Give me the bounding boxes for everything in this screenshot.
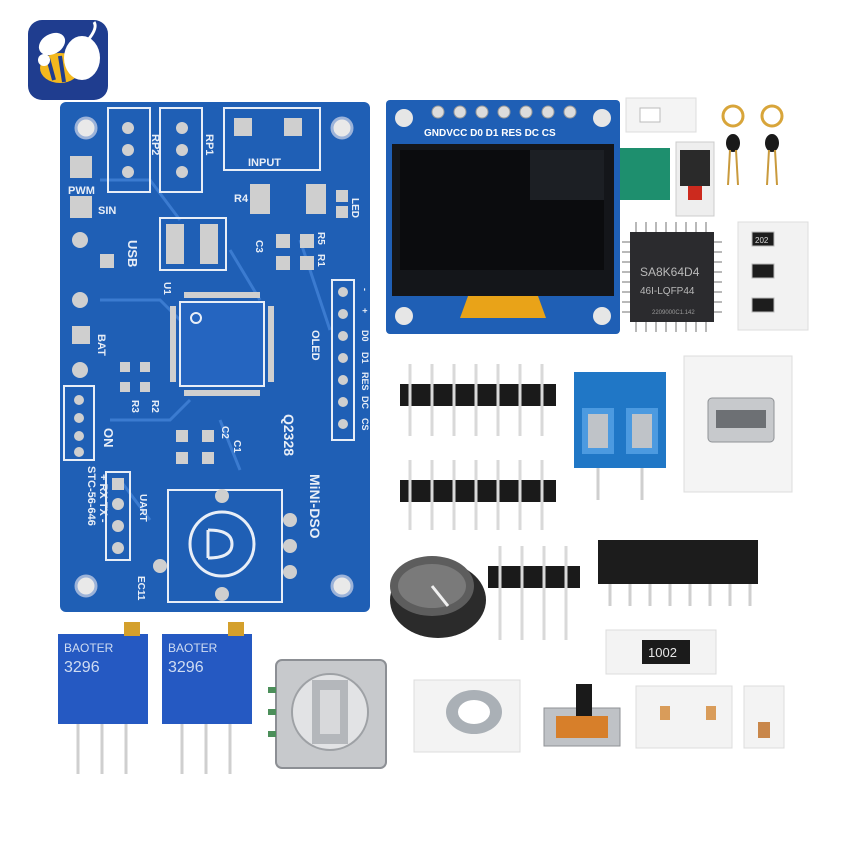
bee-logo — [28, 20, 108, 100]
pcb-oled-pin-1: + — [360, 308, 370, 313]
smd-resistor-code: 202 — [755, 236, 769, 245]
smd-inductor-tape — [413, 679, 521, 753]
pcb-label-ec11: EC11 — [135, 576, 146, 601]
rotary-encoder-ec11 — [268, 659, 387, 769]
pcb-label-sin: SIN — [98, 205, 116, 217]
pcb-label-r4: R4 — [234, 193, 249, 205]
trimpot-1-model: 3296 — [64, 659, 100, 676]
pcb-label-pwm: PWM — [68, 185, 95, 197]
pcb-label-c2: C2 — [219, 426, 230, 439]
pcb-label-bat: BAT — [95, 334, 107, 356]
slide-switch — [543, 684, 621, 747]
chip-marking-line2: 46I-LQFP44 — [640, 286, 695, 297]
pcb-label-usb: USB — [125, 240, 140, 267]
smd-resistor-strip — [625, 97, 697, 133]
oled-pin-labels: GNDVCC D0 D1 RES DC CS — [424, 128, 556, 139]
smd-resistor-1002: 1002 — [605, 629, 717, 675]
pcb-label-oled: OLED — [309, 330, 321, 361]
smd-led-tape — [620, 141, 715, 217]
pcb-label-r5: R5 — [315, 232, 326, 245]
pcb-label-r1: R1 — [315, 254, 326, 267]
chip-marking-line1: SA8K64D4 — [640, 265, 700, 279]
mcu-chip: SA8K64D4 46I-LQFP44 2209000C1.142 — [622, 222, 722, 332]
pcb-label-c3: C3 — [253, 240, 264, 253]
pcb-label-c1: C1 — [231, 440, 242, 453]
pcb-label-uart-pins: + RX TX - — [97, 474, 109, 523]
smd-capacitor-tape — [635, 685, 785, 749]
pcb-label-on: ON — [101, 428, 116, 448]
pcb-label-uart: UART — [137, 494, 148, 522]
trimpot-1-brand: BAOTER — [64, 641, 114, 655]
pcb-label-input: INPUT — [248, 157, 281, 169]
trimpot-1: BAOTER 3296 — [58, 622, 148, 774]
pcb-oled-pin-3: D1 — [360, 352, 370, 364]
pcb-label-rp1: RP1 — [203, 134, 215, 155]
pcb-label-model: MiNi-DSO — [307, 474, 323, 539]
pin-header-4pin — [488, 546, 580, 640]
oled-module: GNDVCC D0 D1 RES DC CS — [386, 100, 620, 334]
pcb-label-rp2: RP2 — [149, 134, 161, 155]
pcb-label-stc: STC-56-646 — [85, 466, 97, 526]
chip-marking-line3: 2209000C1.142 — [652, 310, 695, 316]
pin-header-strip-top — [400, 364, 556, 436]
pin-header-strip-bottom — [400, 460, 556, 530]
female-header-8pin — [598, 540, 758, 606]
trimpot-2-model: 3296 — [168, 659, 204, 676]
pcb-oled-pin-6: CS — [360, 418, 370, 431]
pcb-oled-pin-4: RES — [360, 372, 370, 391]
trimpot-2-brand: BAOTER — [168, 641, 218, 655]
screw-terminal — [574, 372, 666, 500]
smd-resistor-tape: 202 — [737, 221, 809, 331]
pcb-label-q2328: Q2328 — [281, 414, 297, 456]
trimpot-2: BAOTER 3296 — [162, 622, 252, 774]
rotary-knob — [390, 556, 486, 638]
jumper-wires — [721, 104, 784, 186]
pcb-oled-pin-5: DC — [360, 396, 370, 409]
pcb-oled-pin-2: D0 — [360, 330, 370, 342]
micro-usb-connector — [683, 355, 793, 493]
pcb-board: PWM SIN USB BAT ON RP2 RP1 INPUT R4 LED … — [60, 102, 370, 612]
pcb-label-r2: R2 — [149, 400, 160, 413]
smd-resistor-1002-code: 1002 — [648, 645, 677, 660]
pcb-label-u1: U1 — [161, 282, 172, 295]
pcb-label-r3: R3 — [129, 400, 140, 413]
pcb-label-led: LED — [349, 198, 360, 218]
pcb-oled-pin-0: - — [360, 288, 370, 291]
